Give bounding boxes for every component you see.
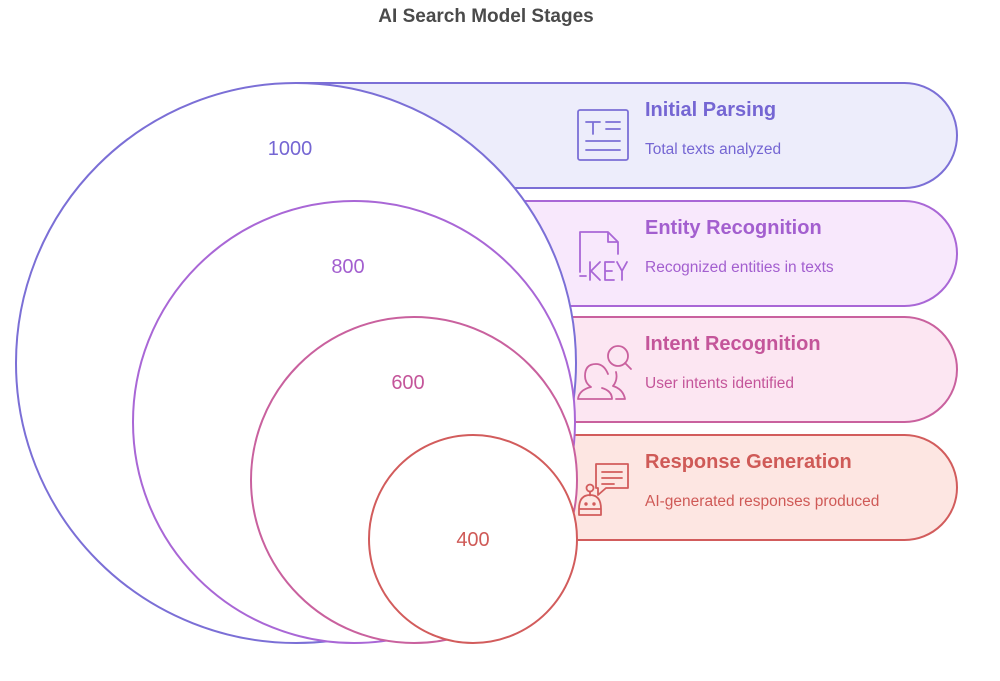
stage-title: Response Generation [645,451,852,473]
stage-description: AI-generated responses produced [645,493,879,510]
stage-value: 1000 [268,138,313,160]
diagram-title: AI Search Model Stages [378,6,594,27]
stage-title: Intent Recognition [645,333,821,355]
stage-value: 600 [391,372,424,394]
stage-circle [368,434,578,644]
key-file-icon [579,231,628,281]
stage-description: Total texts analyzed [645,141,781,158]
stage-value: 800 [331,256,364,278]
text-document-icon [577,109,629,161]
stage-value: 400 [456,529,489,551]
stage-circles [15,82,578,644]
stage-title: Entity Recognition [645,217,822,239]
stage-description: Recognized entities in texts [645,259,834,276]
chatbot-icon [578,463,629,516]
stage-title: Initial Parsing [645,99,776,121]
stage-description: User intents identified [645,375,794,392]
user-search-icon [577,345,632,400]
stage-band [472,434,958,541]
